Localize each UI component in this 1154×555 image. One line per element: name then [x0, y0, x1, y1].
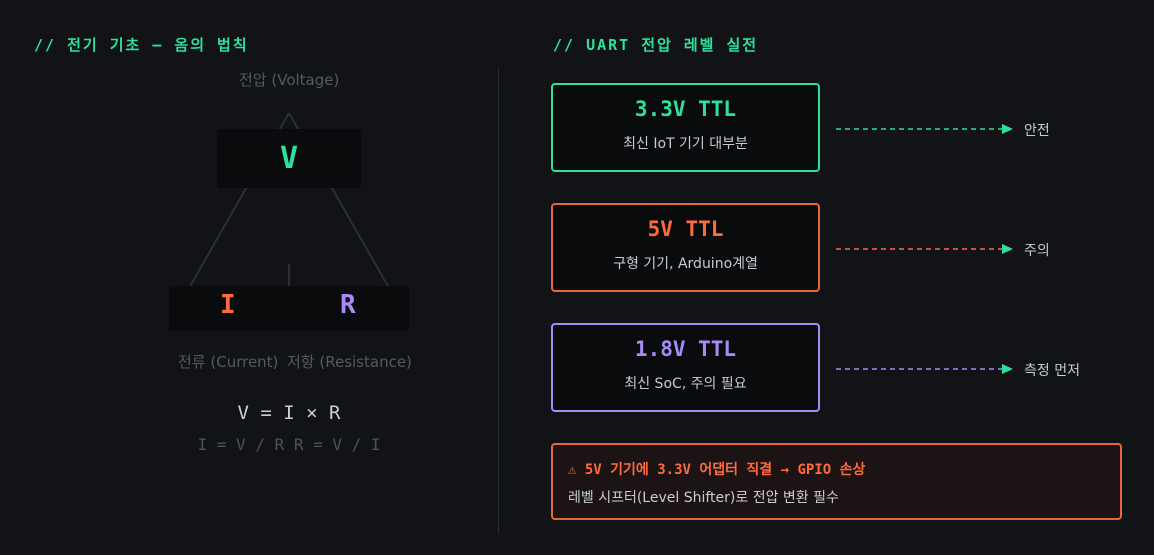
warning-title: ⚠ 5V 기기에 3.3V 어댑터 직결 → GPIO 손상: [568, 462, 866, 478]
arrow-label-caution: 주의: [1024, 243, 1050, 259]
current-symbol: I: [220, 290, 236, 320]
current-label: 전류 (Current): [178, 353, 279, 371]
arrow-label-safe: 안전: [1024, 123, 1050, 139]
warning-detail: 레벨 시프터(Level Shifter)로 전압 변환 필수: [568, 490, 839, 506]
ohms-law-formula: V = I × R: [237, 402, 341, 424]
arrow-right-icon: [836, 124, 1013, 134]
card-description: 최신 IoT 기기 대부분: [623, 136, 748, 152]
panel-divider: [498, 68, 499, 534]
arrow-right-icon: [836, 364, 1013, 374]
card-description: 구형 기기, Arduino계열: [613, 256, 758, 272]
ohms-law-heading: // 전기 기초 — 옴의 법칙: [34, 36, 249, 54]
ohms-law-derived-formulas: I = V / R R = V / I: [197, 435, 381, 454]
warning-box: ⚠ 5V 기기에 3.3V 어댑터 직결 → GPIO 손상 레벨 시프터(Le…: [551, 443, 1122, 520]
voltage-symbol: V: [279, 141, 299, 176]
arrow-label-measure-first: 측정 먼저: [1024, 363, 1080, 379]
card-title: 5V TTL: [647, 217, 724, 241]
resistance-symbol: R: [340, 290, 356, 320]
resistance-label: 저항 (Resistance): [287, 353, 412, 371]
card-title: 3.3V TTL: [634, 97, 737, 121]
current-resistance-box: I R: [169, 286, 409, 331]
arrow-right-icon: [836, 244, 1013, 254]
voltage-label: 전압 (Voltage): [239, 71, 340, 89]
voltage-box: V: [217, 129, 361, 188]
card-description: 최신 SoC, 주의 필요: [624, 376, 747, 392]
card-3v3-ttl: 3.3V TTL 최신 IoT 기기 대부분: [551, 83, 820, 172]
card-5v-ttl: 5V TTL 구형 기기, Arduino계열: [551, 203, 820, 292]
card-1v8-ttl: 1.8V TTL 최신 SoC, 주의 필요: [551, 323, 820, 412]
card-title: 1.8V TTL: [634, 337, 737, 361]
uart-voltage-heading: // UART 전압 레벨 실전: [553, 36, 759, 54]
